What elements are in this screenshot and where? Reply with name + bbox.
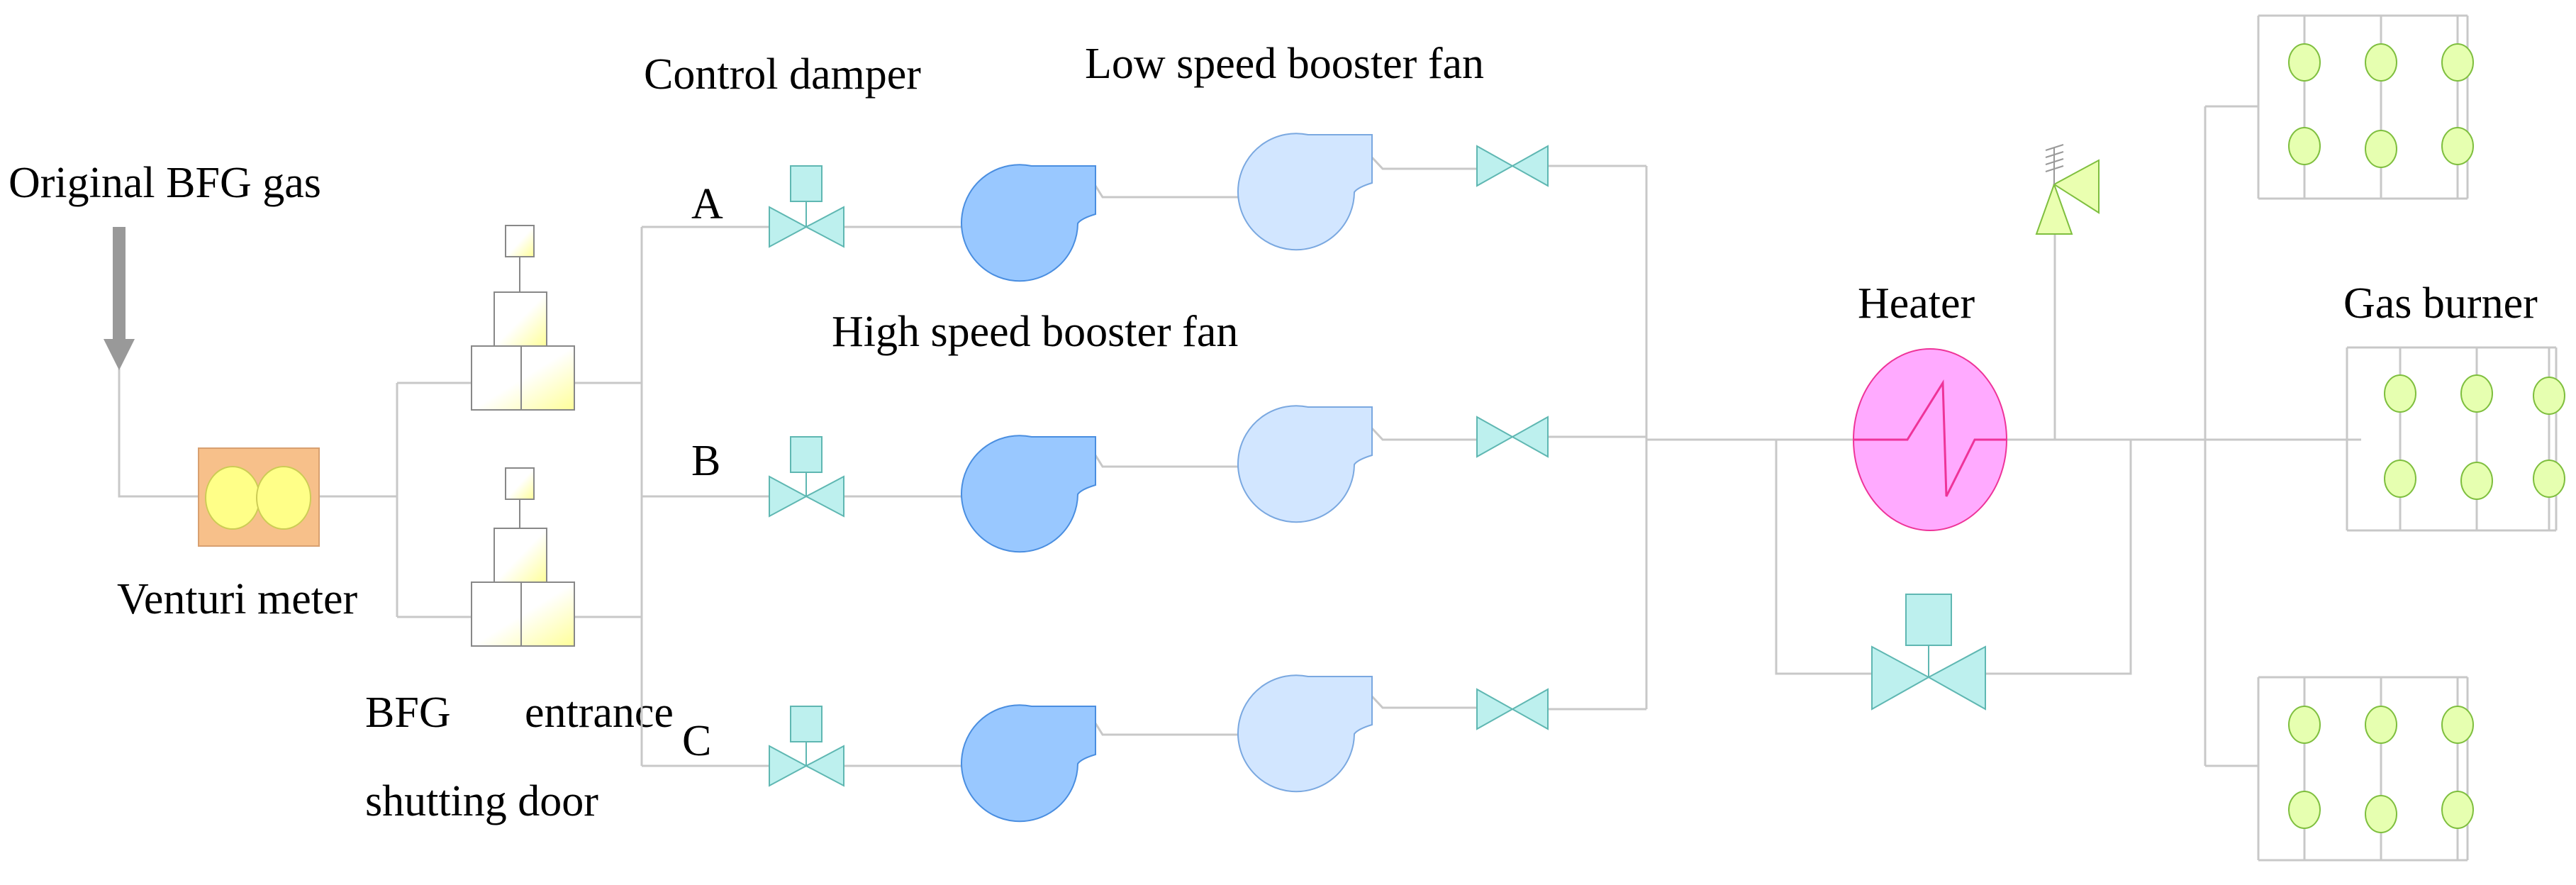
bypass-valve-icon bbox=[1871, 594, 1986, 711]
control-damper-icon bbox=[769, 706, 844, 787]
gas-burner-icon bbox=[2257, 676, 2474, 862]
venturi-meter-icon bbox=[198, 447, 320, 547]
branch-label-b: B bbox=[691, 437, 720, 485]
label-high-speed-fan: High speed booster fan bbox=[832, 308, 1238, 356]
butterfly-valve-icon bbox=[1476, 688, 1549, 730]
butterfly-valve-icon bbox=[1476, 416, 1549, 458]
label-gas-burner: Gas burner bbox=[2343, 279, 2538, 328]
high-speed-fan-icon bbox=[961, 164, 1096, 282]
label-original-gas: Original BFG gas bbox=[9, 159, 321, 207]
label-control-damper: Control damper bbox=[644, 50, 921, 99]
gas-burner-icon bbox=[2257, 14, 2474, 200]
label-shutting-door-a: BFG bbox=[365, 689, 451, 737]
control-damper-icon bbox=[769, 436, 844, 518]
branch-label-c: C bbox=[682, 717, 711, 765]
low-speed-fan-icon bbox=[1237, 133, 1373, 251]
high-speed-fan-icon bbox=[961, 435, 1096, 553]
heater-icon bbox=[1853, 348, 2007, 531]
low-speed-fan-icon bbox=[1237, 405, 1373, 523]
label-shutting-door-b: entrance bbox=[525, 689, 674, 737]
arrow-down-icon bbox=[104, 227, 135, 370]
control-damper-icon bbox=[769, 165, 844, 248]
label-shutting-door-c: shutting door bbox=[365, 777, 598, 825]
gas-burner-icon bbox=[2346, 346, 2565, 532]
branch-label-a: A bbox=[691, 180, 723, 228]
low-speed-fan-icon bbox=[1237, 674, 1373, 793]
label-venturi-meter: Venturi meter bbox=[117, 575, 358, 623]
high-speed-fan-icon bbox=[961, 704, 1096, 823]
safety-valve-icon bbox=[2035, 144, 2100, 235]
shutting-door-icon bbox=[471, 225, 575, 411]
shutting-door-icon bbox=[471, 467, 575, 647]
butterfly-valve-icon bbox=[1476, 145, 1549, 187]
label-low-speed-fan: Low speed booster fan bbox=[1085, 40, 1484, 88]
label-heater: Heater bbox=[1858, 279, 1975, 328]
